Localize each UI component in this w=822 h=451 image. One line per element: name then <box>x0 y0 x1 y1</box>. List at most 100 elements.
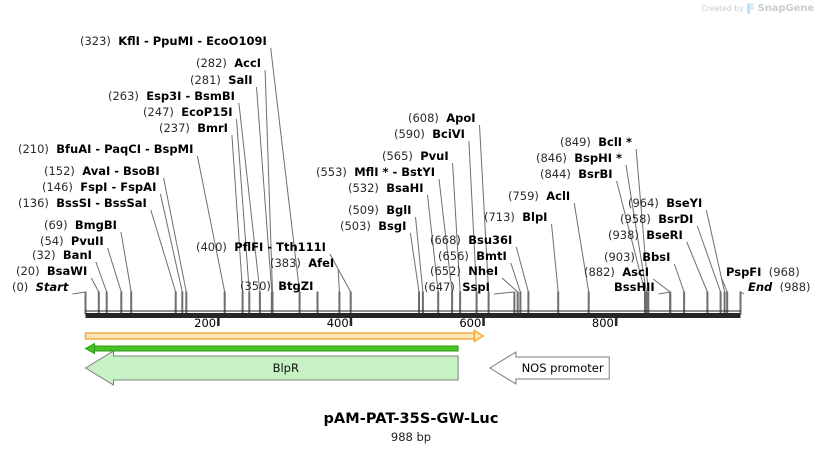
enzyme-label: (503) BsgI <box>340 220 406 232</box>
enzyme-position: (590) <box>394 127 433 141</box>
watermark-created-by-label: Created by <box>701 4 744 13</box>
enzyme-label: BssHII <box>614 281 655 293</box>
enzyme-position: (509) <box>348 203 387 217</box>
enzyme-name: BanI <box>62 248 92 262</box>
enzyme-label: (844) BsrBI <box>540 168 613 180</box>
enzyme-site-tick <box>223 291 226 315</box>
enzyme-name: BsgI <box>378 219 407 233</box>
enzyme-leader-line <box>501 277 519 293</box>
enzyme-site-tick <box>120 291 123 315</box>
enzyme-position: (846) <box>536 151 575 165</box>
enzyme-name-separator: - <box>263 240 277 254</box>
enzyme-name: BsrDI <box>658 212 694 226</box>
enzyme-label: (323) KflI - PpuMI - EcoO109I <box>80 35 267 47</box>
enzyme-name: Esp3I <box>146 89 182 103</box>
ruler-major-tick <box>482 318 485 326</box>
enzyme-site-tick <box>130 291 133 315</box>
enzyme-position: (263) <box>108 89 147 103</box>
enzyme-site-tick <box>647 291 650 315</box>
enzyme-site-tick <box>706 291 709 315</box>
enzyme-name: PspFI <box>726 265 762 279</box>
enzyme-name: BsaHI <box>386 181 424 195</box>
enzyme-label: (656) BmtI <box>438 250 507 262</box>
enzyme-position: (964) <box>628 196 667 210</box>
feature-arrow-body[interactable] <box>84 332 477 340</box>
enzyme-label: (350) BtgZI <box>240 280 313 292</box>
ruler-bar <box>85 313 741 318</box>
enzyme-position: (532) <box>348 181 387 195</box>
gene-feature-label: BlpR <box>272 361 299 375</box>
enzyme-position: (69) <box>44 218 75 232</box>
enzyme-site-tick <box>241 291 244 315</box>
ruler-major-tick <box>217 318 220 326</box>
enzyme-leader-line <box>515 246 529 293</box>
enzyme-site-tick <box>451 291 454 315</box>
enzyme-site-tick <box>421 291 424 315</box>
enzyme-site-tick <box>418 291 420 315</box>
enzyme-label: (846) BspHI * <box>536 152 622 164</box>
ruler-tick-label: 400 <box>326 316 349 330</box>
enzyme-position: (656) <box>438 249 477 263</box>
enzyme-site-tick <box>683 291 686 315</box>
enzyme-label: (652) NheI <box>430 265 498 277</box>
enzyme-site-tick <box>105 291 108 315</box>
enzyme-name: ApoI <box>446 111 476 125</box>
enzyme-name: FspAI <box>120 180 157 194</box>
feature-arrow-body[interactable] <box>92 345 459 352</box>
enzyme-position: (350) <box>240 279 279 293</box>
enzyme-name: BlpI <box>522 210 548 224</box>
feature-arrow-head[interactable] <box>473 329 485 343</box>
enzyme-leader-line <box>740 291 745 295</box>
enzyme-position: (54) <box>40 234 71 248</box>
enzyme-position: (146) <box>42 180 81 194</box>
feature-track <box>84 329 610 386</box>
ruler-hairline <box>85 310 741 312</box>
enzyme-name: BbsI <box>642 250 671 264</box>
enzyme-leader-line <box>415 216 424 293</box>
sequence-ruler <box>85 310 741 326</box>
enzyme-position: (903) <box>604 250 643 264</box>
enzyme-name-separator: - <box>388 165 402 179</box>
enzyme-leader-line <box>72 291 86 295</box>
enzyme-position: (958) <box>620 212 659 226</box>
enzyme-site-tick <box>174 291 177 315</box>
enzyme-name: SalI <box>228 73 253 87</box>
enzyme-site-tick <box>513 291 516 315</box>
enzyme-position: (152) <box>44 164 83 178</box>
enzyme-label: (146) FspI - FspAI <box>42 181 156 193</box>
enzyme-position: (323) <box>80 34 119 48</box>
enzyme-position: (32) <box>32 248 63 262</box>
enzyme-position: (136) <box>18 196 57 210</box>
promoter-feature-label: NOS promoter <box>521 361 604 375</box>
enzyme-site-tick <box>719 291 722 315</box>
enzyme-name: PaqCI <box>104 142 141 156</box>
enzyme-leader-line <box>652 278 671 293</box>
enzyme-label: (509) BglI <box>348 204 411 216</box>
feature-arrow-head[interactable] <box>84 342 95 355</box>
enzyme-name: End <box>748 280 773 294</box>
enzyme-label: (849) BclI * <box>560 136 632 148</box>
enzyme-leader-line <box>686 241 708 293</box>
enzyme-site-tick <box>723 291 726 315</box>
enzyme-position: (713) <box>484 210 523 224</box>
enzyme-position: (849) <box>560 135 599 149</box>
enzyme-site-tick <box>258 291 261 315</box>
enzyme-name: BmtI <box>476 249 507 263</box>
snapgene-watermark: Created by SnapGene <box>701 3 814 14</box>
enzyme-label: (882) AscI <box>584 266 649 278</box>
enzyme-name: AccI <box>234 56 262 70</box>
enzyme-site-tick <box>271 291 274 315</box>
ruler-tick-label: 800 <box>591 316 614 330</box>
enzyme-name: BclI * <box>598 135 633 149</box>
enzyme-label: (247) EcoP15I <box>143 106 233 118</box>
enzyme-position: (553) <box>316 165 355 179</box>
enzyme-site-tick <box>84 291 87 315</box>
enzyme-site-tick <box>487 291 490 315</box>
enzyme-position: (237) <box>159 121 198 135</box>
enzyme-leader-line <box>90 277 100 293</box>
enzyme-leader-line <box>721 278 728 293</box>
enzyme-position: (383) <box>270 256 309 270</box>
enzyme-position: (210) <box>18 142 57 156</box>
enzyme-name: BciVI <box>432 127 465 141</box>
enzyme-name: BssSI <box>56 196 92 210</box>
